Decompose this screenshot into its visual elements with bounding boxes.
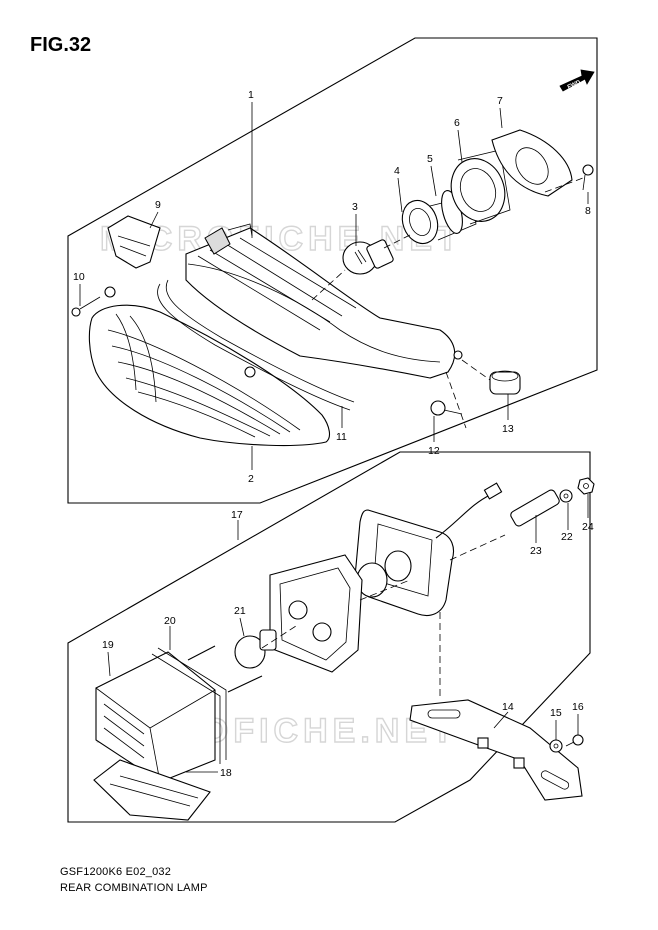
- callout-23: 23: [530, 545, 542, 557]
- fwd-label: FWD: [567, 79, 583, 90]
- figure-caption: REAR COMBINATION LAMP: [60, 882, 208, 894]
- clip-part-9: [107, 215, 161, 269]
- model-code: GSF1200K6 E02_032: [60, 866, 172, 878]
- callout-18: 18: [220, 767, 232, 779]
- callout-3: 3: [352, 201, 358, 213]
- upper-group-frame: [67, 37, 598, 504]
- callout-4: 4: [394, 165, 400, 177]
- lens-part-18: [93, 759, 211, 821]
- nut-part-24: [577, 477, 595, 495]
- callout-12: 12: [428, 445, 440, 457]
- license-lamp-housing: [354, 482, 503, 617]
- socket-box: [269, 554, 363, 673]
- callout-8: 8: [585, 205, 591, 217]
- lens-part-2: [88, 304, 331, 447]
- callout-21: 21: [234, 605, 246, 617]
- callout-16: 16: [572, 701, 584, 713]
- callout-6: 6: [454, 117, 460, 129]
- lower-group-frame: [67, 451, 591, 823]
- lens-part-19: [95, 651, 216, 783]
- callout-14: 14: [502, 701, 514, 713]
- figure-title: FIG.32: [30, 34, 92, 56]
- bulb-part-21: [234, 629, 277, 669]
- gasket-part-11: [157, 279, 355, 411]
- housing-body: [104, 223, 463, 379]
- retainer-part-6: [450, 149, 511, 225]
- callout-24: 24: [582, 521, 594, 533]
- callout-9: 9: [155, 199, 161, 211]
- washer-part-15: [549, 739, 563, 753]
- callout-13: 13: [502, 423, 514, 435]
- callout-17: 17: [231, 509, 243, 521]
- cover-part-7: [491, 129, 573, 197]
- callout-19: 19: [102, 639, 114, 651]
- callout-11: 11: [336, 431, 347, 443]
- callout-22: 22: [561, 531, 573, 543]
- spacer-part-23: [510, 489, 560, 527]
- callout-2: 2: [248, 473, 254, 485]
- callout-1: 1: [248, 89, 254, 101]
- gasket-part-20: [151, 647, 227, 764]
- bracket-part-14: [409, 699, 583, 801]
- callout-20: 20: [164, 615, 176, 627]
- screw-part-16: [565, 734, 584, 747]
- bulb-part-3: [342, 239, 394, 275]
- callout-7: 7: [497, 95, 503, 107]
- callout-15: 15: [550, 707, 562, 719]
- bolt-part-12: [430, 400, 463, 416]
- grommet-part-13: [489, 370, 521, 395]
- washer-part-22: [559, 489, 573, 503]
- screw-part-8: [582, 164, 594, 191]
- fwd-arrow-icon: FWD: [559, 69, 595, 92]
- screw-part-10: [71, 296, 101, 317]
- callout-5: 5: [427, 153, 433, 165]
- callout-10: 10: [73, 271, 85, 283]
